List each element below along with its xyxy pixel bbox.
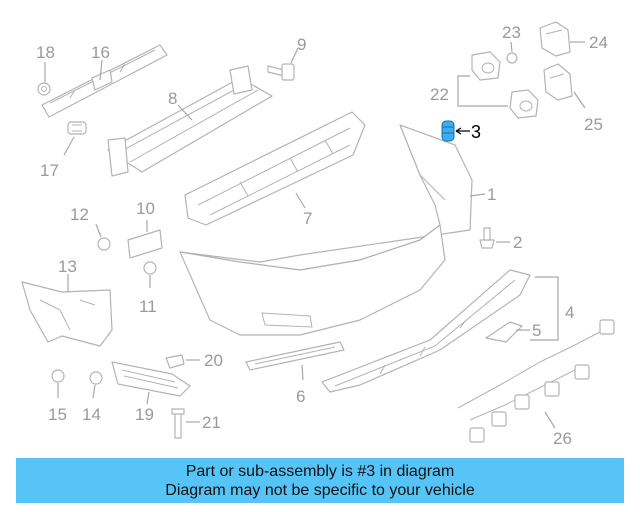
leader-25 [573,91,586,109]
callout-13: 13 [58,257,77,276]
callout-7: 7 [303,209,312,228]
part-17-bolt [67,121,87,135]
callout-17: 17 [40,161,59,180]
part-13-side-bracket [21,281,113,347]
part-22-sensors [471,51,539,119]
leader-26 [544,411,556,429]
callout-3: 3 [471,122,481,142]
callout-18: 18 [36,43,55,62]
part-3-highlighted [441,120,455,142]
leader-8 [177,104,193,121]
part-19-grille [111,361,191,397]
leader-19 [146,391,150,405]
part-18-clip [37,82,51,96]
leader-7 [295,192,306,209]
leader-14 [92,384,96,399]
callout-16: 16 [91,43,110,62]
callout-15: 15 [48,405,67,424]
parts-diagram: 16 18 17 8 9 7 1 [21,21,615,448]
callout-8: 8 [168,89,177,108]
callout-4: 4 [565,303,574,322]
leader-22 [457,75,508,107]
callout-23: 23 [502,23,521,42]
part-20-clip [165,354,185,369]
part-11-bolt [143,261,157,275]
part-9-bolt [267,63,295,81]
leader-17 [63,136,75,156]
part-5-cover [485,321,523,343]
banner-line-2: Diagram may not be specific to your vehi… [165,481,475,499]
part-14-bolt [89,371,103,385]
leader-16 [99,59,103,81]
leader-23 [510,41,513,53]
callout-6: 6 [296,387,305,406]
part-7-absorber [184,111,366,226]
info-banner: Part or sub-assembly is #3 in diagram Di… [16,458,624,503]
part-12-clip [97,237,111,251]
banner-line-1: Part or sub-assembly is #3 in diagram [185,462,455,480]
part-15-clip [51,369,65,383]
callout-25: 25 [584,115,603,134]
part-2-pin [479,227,495,249]
callout-9: 9 [297,35,306,54]
callout-2: 2 [513,233,522,252]
part-24-bracket [539,21,571,57]
part-6-reflector [245,341,345,371]
callout-24: 24 [589,33,608,52]
part-8-beam [107,65,273,177]
callout-22: 22 [430,85,449,104]
callout-5: 5 [532,321,541,340]
leader-1 [469,193,486,197]
part-10-bracket [127,229,163,259]
callout-19: 19 [135,405,154,424]
callout-1: 1 [487,185,496,204]
part-21-screw [171,408,185,439]
leader-9 [290,47,299,64]
leader-6 [301,364,304,381]
leader-3 [455,127,470,135]
part-25-bracket [543,63,573,101]
part-1-bumper-cover [179,124,473,336]
leader-4 [530,276,559,341]
part-16-strip [41,44,168,118]
callout-26: 26 [553,429,572,448]
callout-10: 10 [136,199,155,218]
callout-20: 20 [204,351,223,370]
callout-21: 21 [202,413,221,432]
callout-12: 12 [70,205,89,224]
part-23-nut [506,52,518,64]
callout-11: 11 [139,297,157,316]
callout-14: 14 [82,405,101,424]
leader-12 [95,223,102,238]
part-26-harness [457,319,615,443]
part-4-valance [321,269,531,393]
